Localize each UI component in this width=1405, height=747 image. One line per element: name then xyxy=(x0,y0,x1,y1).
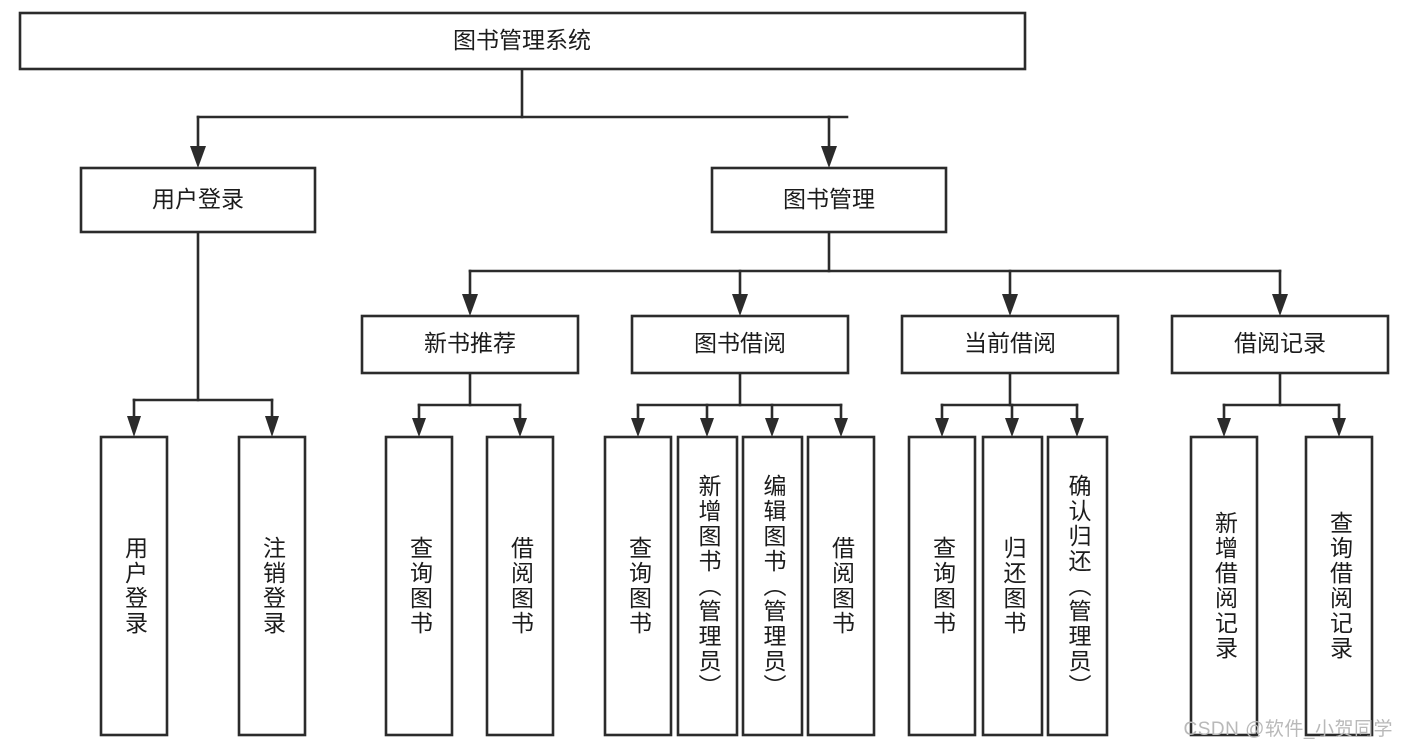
arrow-to-leaf-borrow-book-1 xyxy=(513,418,527,437)
node-book-manage[interactable] xyxy=(710,166,948,234)
node-leaf-query-book-3[interactable] xyxy=(907,435,977,737)
node-leaf-confirm-return[interactable] xyxy=(1046,435,1109,737)
node-leaf-query-book-1[interactable] xyxy=(384,435,454,737)
node-book-borrow[interactable] xyxy=(630,314,850,375)
arrow-to-leaf-edit-book xyxy=(765,418,779,437)
node-book-manage-label: 图书管理 xyxy=(783,186,875,212)
arrow-to-leaf-query-book-1 xyxy=(412,418,426,437)
node-leaf-add-book[interactable] xyxy=(676,435,739,737)
nodes-layer: 图书管理系统 用户登录 图书管理 新书推荐 图书借阅 当前借阅 借阅记录 xyxy=(18,11,1390,737)
node-leaf-borrow-book-1[interactable] xyxy=(485,435,555,737)
edges-layer xyxy=(127,67,1346,437)
arrow-to-book-manage xyxy=(821,146,837,168)
node-book-borrow-label: 图书借阅 xyxy=(694,330,786,356)
arrow-to-leaf-query-book-2 xyxy=(631,418,645,437)
node-leaf-query-record[interactable] xyxy=(1304,435,1374,737)
arrow-to-leaf-add-book xyxy=(700,418,714,437)
arrow-to-new-book-recommend xyxy=(462,294,478,316)
node-current-borrow-label: 当前借阅 xyxy=(964,330,1056,356)
node-borrow-record[interactable] xyxy=(1170,314,1390,375)
arrow-to-leaf-return-book xyxy=(1005,418,1019,437)
arrow-to-current-borrow xyxy=(1002,294,1018,316)
arrow-to-leaf-borrow-book-2 xyxy=(834,418,848,437)
node-new-book-recommend[interactable] xyxy=(360,314,580,375)
arrow-to-leaf-query-record xyxy=(1332,418,1346,437)
node-leaf-query-book-2[interactable] xyxy=(603,435,673,737)
arrow-to-leaf-logout xyxy=(265,416,279,437)
node-leaf-edit-book[interactable] xyxy=(741,435,804,737)
arrow-to-leaf-confirm-return xyxy=(1070,418,1084,437)
node-user-login-label: 用户登录 xyxy=(152,186,244,212)
node-leaf-borrow-book-2[interactable] xyxy=(806,435,876,737)
arrow-to-leaf-add-record xyxy=(1217,418,1231,437)
arrow-to-book-borrow xyxy=(732,294,748,316)
node-user-login[interactable] xyxy=(79,166,317,234)
node-leaf-user-login[interactable] xyxy=(99,435,169,737)
node-new-book-recommend-label: 新书推荐 xyxy=(424,330,516,356)
node-leaf-logout[interactable] xyxy=(237,435,307,737)
node-leaf-add-record[interactable] xyxy=(1189,435,1259,737)
arrow-to-leaf-query-book-3 xyxy=(935,418,949,437)
node-borrow-record-label: 借阅记录 xyxy=(1234,330,1326,356)
node-root[interactable] xyxy=(18,11,1027,71)
node-leaf-return-book[interactable] xyxy=(981,435,1044,737)
csdn-watermark: CSDN @软件_小贺同学 xyxy=(1183,719,1393,740)
node-root-label: 图书管理系统 xyxy=(453,27,591,53)
arrow-to-user-login xyxy=(190,146,206,168)
arrow-to-borrow-record xyxy=(1272,294,1288,316)
arrow-to-leaf-user-login xyxy=(127,416,141,437)
node-current-borrow[interactable] xyxy=(900,314,1120,375)
